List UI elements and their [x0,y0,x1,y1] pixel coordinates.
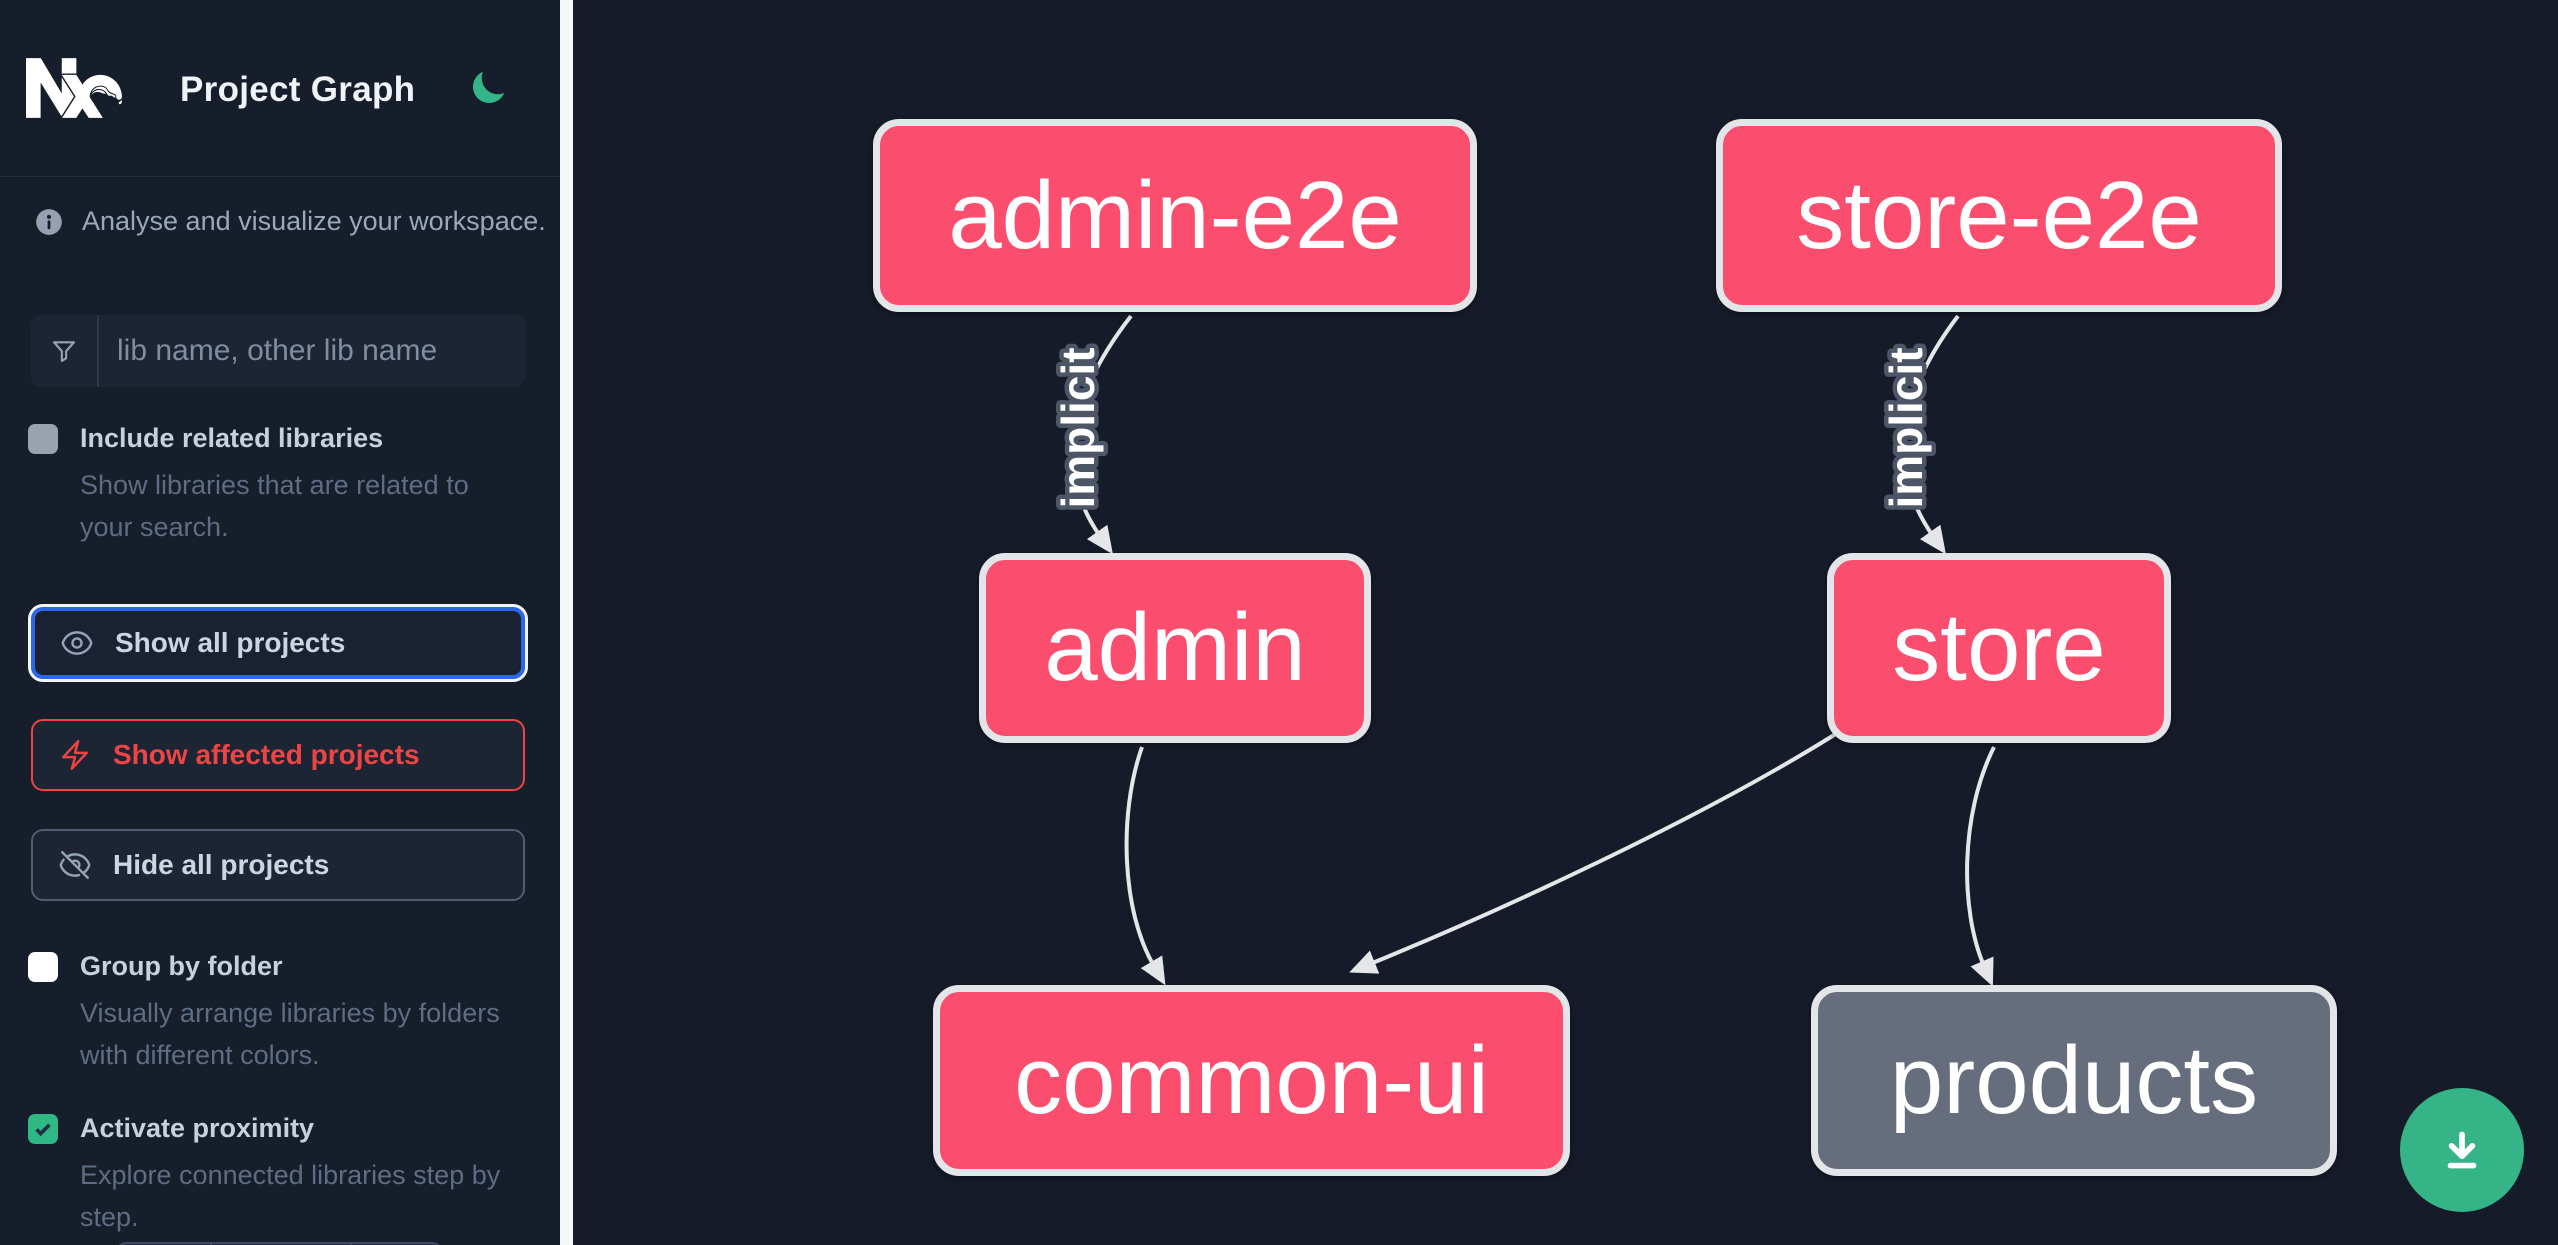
option-group-by-folder[interactable]: Group by folder Visually arrange librari… [28,948,528,1076]
nx-logo [26,40,123,136]
graph-node-store-e2e[interactable]: store-e2e [1716,119,2282,312]
eye-slash-icon [59,851,91,879]
edge-store-common-ui[interactable] [1349,728,1844,974]
graph-node-common-ui[interactable]: common-ui [933,985,1570,1176]
option-label: Group by folder [80,951,283,981]
check-icon [35,1123,51,1137]
edge-label-implicit: implicit [1880,347,1932,508]
show-affected-projects-label: Show affected projects [113,739,420,770]
option-include-related[interactable]: Include related libraries Show libraries… [28,420,528,548]
show-affected-projects-button[interactable]: Show affected projects [31,719,525,791]
edge-admin-e2e-admin[interactable] [1071,314,1133,555]
show-all-projects-label: Show all projects [115,627,346,658]
eye-icon [61,631,93,655]
edge-store-products[interactable] [1965,746,1996,987]
info-icon [36,208,62,235]
edge-label-implicit: implicit [1052,347,1104,508]
hide-all-projects-button[interactable]: Hide all projects [31,829,525,901]
option-activate-proximity[interactable]: Activate proximity Explore connected lib… [28,1110,528,1238]
graph-node-products[interactable]: products [1811,985,2337,1176]
checkbox-group-by-folder[interactable] [28,952,58,982]
graph-node-admin-e2e[interactable]: admin-e2e [873,119,1477,312]
show-all-projects-button[interactable]: Show all projects [28,604,528,682]
moon-icon[interactable] [468,68,508,108]
hide-all-projects-label: Hide all projects [113,849,330,880]
option-label: Activate proximity [80,1113,315,1143]
search-box [31,315,525,387]
checkbox-include-related[interactable] [28,424,58,454]
sidebar-header: Project Graph [0,0,560,177]
option-description: Show libraries that are related to your … [80,470,469,542]
workspace-tagline: Analyse and visualize your workspace. [82,206,546,236]
bolt-icon [62,739,88,771]
sidebar-scrollbar[interactable] [560,0,573,1245]
graph-node-store[interactable]: store [1827,553,2171,743]
edge-store-e2e-store[interactable] [1902,314,1960,555]
page-title: Project Graph [180,70,416,109]
option-label: Include related libraries [80,423,384,453]
download-icon [2447,1131,2477,1169]
filter-icon [31,315,99,387]
workspace-tagline-row: Analyse and visualize your workspace. [35,206,546,237]
option-description: Visually arrange libraries by folders wi… [80,998,500,1070]
option-description: Explore connected libraries step by step… [80,1160,501,1232]
checkbox-activate-proximity[interactable] [28,1114,58,1144]
edge-admin-common-ui[interactable] [1124,746,1166,986]
graph-node-admin[interactable]: admin [979,553,1371,743]
sidebar: Project Graph Analyse and visualize your… [0,0,560,1245]
search-input[interactable] [99,315,525,387]
download-graph-button[interactable] [2400,1088,2524,1212]
